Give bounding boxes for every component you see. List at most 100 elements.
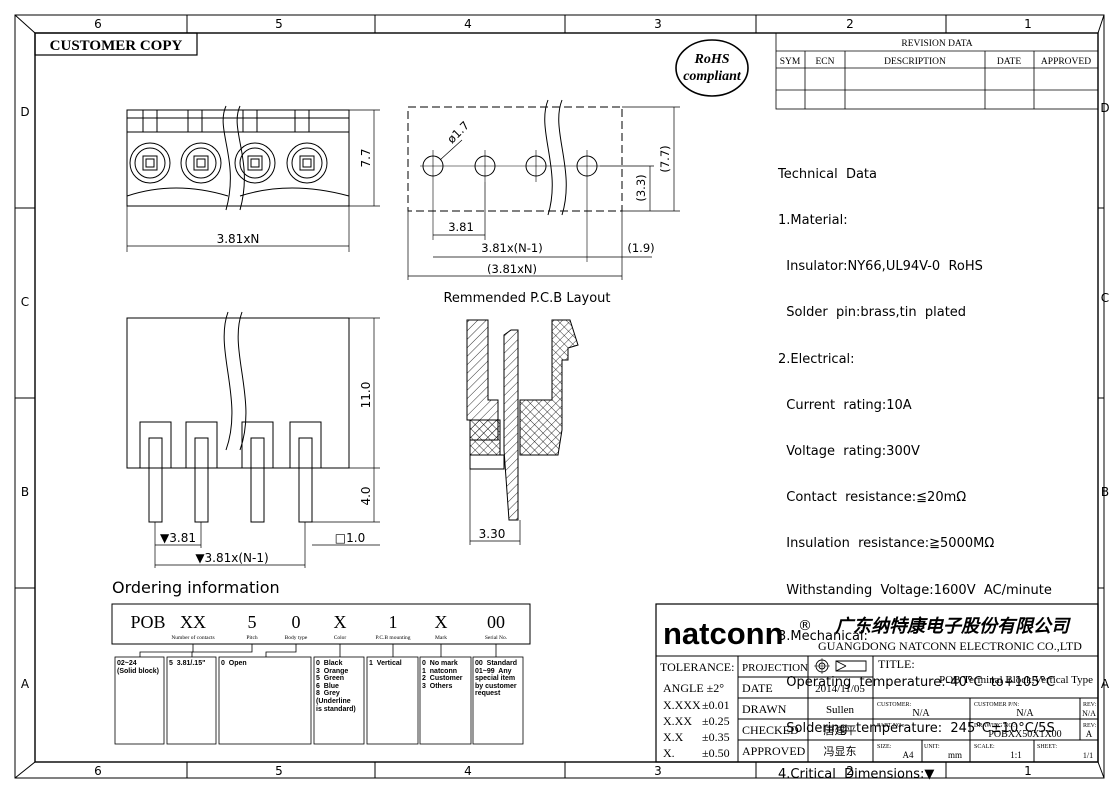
sheet-label: SHEET:: [1037, 744, 1057, 750]
company-name-en: GUANGDONG NATCONN ELECTRONIC CO.,LTD: [818, 639, 1082, 653]
tolerance-row: X.X: [663, 730, 684, 744]
row-label: B: [1101, 485, 1109, 499]
ordering-title: Ordering information: [112, 578, 280, 597]
option-boxes: [114, 656, 524, 745]
customer-copy-label: CUSTOMER COPY: [50, 38, 183, 54]
code-prefix: POB: [130, 612, 165, 632]
size-label: SIZE:: [877, 744, 892, 750]
option-body-type: 0 Open: [221, 660, 247, 667]
projection-symbol: [814, 658, 867, 674]
tech-line: Voltage rating:300V: [778, 444, 920, 460]
field-label: Serial No.: [485, 635, 508, 641]
tech-line: Insulator:NY66,UL94V-0 RoHS: [778, 259, 983, 275]
field-label: P.C.B mounting: [376, 635, 411, 641]
option-contacts: 02~24 (Solid block): [117, 660, 159, 675]
code-segment: 00: [487, 612, 505, 632]
ordering-code-box: [111, 603, 531, 645]
column-label: 1: [1024, 17, 1032, 31]
column-label: 4: [464, 764, 472, 778]
front-height-label: 7.7: [359, 148, 373, 167]
checked-label: CHECKED: [742, 723, 799, 737]
side-pitch-label: ▼3.81: [160, 531, 196, 545]
field-label: Body type: [285, 635, 308, 641]
row-label: D: [20, 105, 29, 119]
revision-header: DATE: [997, 57, 1021, 67]
option-color: 0 Black 3 Orange 5 Green 6 Blue 8 Grey (…: [316, 660, 356, 713]
row-label: C: [1101, 291, 1109, 305]
tolerance-value: ±0.50: [702, 746, 730, 760]
pcb-total-label: (3.81xN): [487, 262, 537, 276]
rohs-badge: [675, 39, 749, 97]
row-label: A: [1101, 677, 1110, 691]
field-label: Number of contacts: [171, 634, 214, 641]
pcb-edge-label: (1.9): [627, 241, 654, 255]
part-no-label: PART NO.:: [877, 723, 905, 729]
date-label: DATE: [742, 681, 773, 695]
code-segment: X: [435, 612, 448, 632]
customer-pn-value: N/A: [1016, 708, 1034, 719]
column-label: 6: [94, 764, 102, 778]
drawing-no-value: POBXX50X1X00: [988, 729, 1061, 740]
revision-header: DESCRIPTION: [884, 57, 946, 67]
code-segment: XX: [180, 612, 206, 632]
option-mounting: 1 Vertical: [369, 660, 402, 667]
column-label: 3: [654, 17, 662, 31]
sheet-frame: [14, 14, 1105, 779]
drawn-label: DRAWN: [742, 702, 787, 716]
column-label: 5: [275, 17, 283, 31]
front-width-label: 3.81xN: [217, 232, 260, 246]
tech-line: Technical Data: [778, 166, 877, 182]
front-view-dimensions: [126, 109, 380, 252]
option-pitch: 5 3.81/.15": [169, 660, 206, 667]
pcb-pitch-label: 3.81: [448, 220, 474, 234]
code-segment: 1: [389, 612, 398, 632]
row-label: A: [21, 677, 30, 691]
title-label: TITLE:: [878, 657, 915, 671]
side-view: [126, 311, 350, 523]
technical-data: Technical Data 1.Material: Insulator:NY6…: [778, 136, 1055, 798]
tolerance-row: X.XX: [663, 714, 692, 728]
column-label: 6: [94, 17, 102, 31]
registered-mark: ®: [798, 618, 812, 634]
column-label: 1: [1024, 764, 1032, 778]
revision-header: APPROVED: [1041, 57, 1091, 67]
drawn-value: Sullen: [826, 704, 855, 716]
scale-value: 1:1: [1010, 750, 1022, 760]
pin-length-label: 4.0: [359, 486, 373, 505]
tech-line: Contact resistance:≦20mΩ: [778, 490, 967, 506]
pcb-height-label: (7.7): [658, 145, 672, 172]
tech-line: Operating temperature:-40°C to+105°C: [778, 675, 1056, 691]
column-label: 2: [846, 17, 854, 31]
unit-label: UNIT:: [924, 744, 940, 750]
option-serial: 00 Standard 01~99 Any special item by cu…: [475, 660, 518, 698]
customer-label: CUSTOMER:: [877, 702, 912, 708]
unit-value: mm: [948, 750, 962, 760]
side-span-label: ▼3.81x(N-1): [195, 551, 268, 565]
tolerance-row: X.XXX: [663, 698, 701, 712]
tech-line: Insulation resistance:≧5000MΩ: [778, 536, 995, 552]
rev-label: REV:: [1083, 702, 1097, 708]
customer-pn-label: CUSTOMER P/N:: [974, 702, 1019, 708]
section-view: [466, 319, 579, 545]
date-value: 2014/11/05: [815, 683, 865, 695]
rohs-compliant-text: compliant: [683, 69, 742, 84]
tech-line: Solder pin:brass,tin plated: [778, 305, 967, 321]
zone-labels: 6 5 4 3 2 1 6 5 4 3 2 1 D C B A D C B A: [20, 17, 1110, 778]
pcb-offset-label: (3.3): [634, 174, 648, 201]
tolerance-row: X.: [663, 746, 675, 760]
rev-value: A: [1086, 729, 1093, 739]
pcb-span-label: 3.81x(N-1): [481, 241, 542, 255]
code-segment: X: [334, 612, 347, 632]
pcb-caption: Remmended P.C.B Layout: [443, 291, 610, 306]
projection-label: PROJECTION: [742, 662, 808, 674]
brand-logo: natconn: [663, 616, 784, 651]
approved-label: APPROVED: [742, 744, 806, 758]
hole-diameter-label: ø1.7: [444, 118, 472, 146]
code-segment: 5: [248, 612, 257, 632]
tolerance-value: ±0.35: [702, 730, 730, 744]
sheet-value: 1/1: [1083, 751, 1093, 760]
column-label: 5: [275, 764, 283, 778]
tech-line: 4.Critical Dimensions:▼: [778, 767, 935, 783]
tech-line: Withstanding Voltage:1600V AC/minute: [778, 582, 1052, 598]
